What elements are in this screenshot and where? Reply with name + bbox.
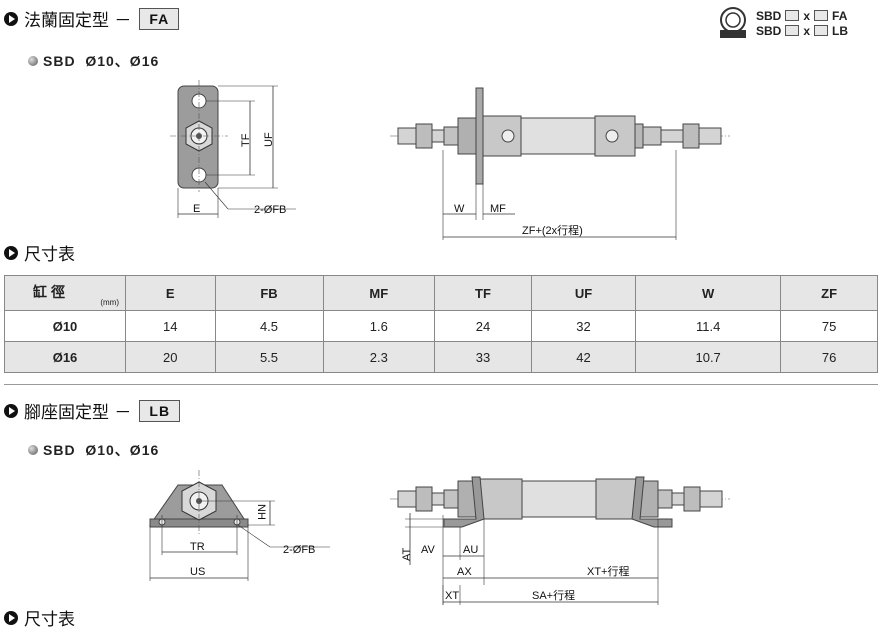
cell: 20: [125, 341, 216, 373]
subtitle-text: SBD Ø10、Ø16: [43, 53, 160, 69]
code-box-lb: LB: [139, 399, 181, 422]
foot-front-view: [149, 470, 330, 581]
row-bore: Ø16: [4, 341, 126, 373]
section-title-lb: 腳座固定型 － LB: [4, 398, 181, 423]
label-mf: MF: [490, 203, 506, 215]
table-row: Ø16 20 5.5 2.3 33 42 10.7 76: [4, 341, 878, 373]
cell: 76: [780, 341, 878, 373]
label-au: AU: [463, 544, 478, 556]
badge-row-lb: SBD x LB: [756, 23, 848, 38]
label-uf: UF: [263, 132, 275, 147]
section-title-text: 腳座固定型 －: [24, 403, 132, 423]
label-zf: ZF+(2x行程): [522, 224, 583, 237]
subtitle-fa: SBD Ø10、Ø16: [28, 51, 159, 71]
blank-box: [785, 10, 800, 21]
label-tf: TF: [240, 133, 252, 147]
subtitle-lb: SBD Ø10、Ø16: [28, 440, 159, 460]
col-header: ZF: [780, 275, 878, 311]
badge-suffix: LB: [832, 23, 849, 38]
play-bullet-icon: [4, 403, 18, 418]
col-header: E: [125, 275, 216, 311]
cylinder-side-view-fa: [390, 87, 730, 240]
cell: 1.6: [322, 310, 436, 342]
corner-unit: (mm): [100, 298, 119, 307]
cell: 10.7: [635, 341, 782, 373]
corner-label: 缸徑: [33, 284, 69, 300]
dims-title-text: 尺寸表: [24, 245, 75, 265]
play-bullet-icon: [4, 245, 18, 260]
cell: 14: [125, 310, 216, 342]
play-bullet-icon: [4, 11, 18, 26]
label-xt-stroke: XT+行程: [587, 565, 629, 578]
logo-icon: [720, 7, 746, 38]
cell: 24: [434, 310, 532, 342]
row-bore: Ø10: [4, 310, 126, 342]
label-fb-lb: 2-ØFB: [283, 544, 315, 556]
table-header-row: 缸徑 (mm) E FB MF TF UF W ZF: [4, 275, 878, 311]
badge-x: x: [803, 23, 811, 38]
dimension-table: 缸徑 (mm) E FB MF TF UF W ZF Ø10 14 4.5 1.…: [4, 275, 878, 373]
lb-drawing: TR US 2-ØFB NH AT AV AU AX: [149, 470, 730, 605]
section-title-text: 法蘭固定型 －: [24, 11, 132, 31]
table-row: Ø10 14 4.5 1.6 24 32 11.4 75: [4, 310, 878, 342]
cell: 2.3: [322, 341, 436, 373]
label-sa: SA+行程: [532, 589, 575, 602]
label-e: E: [193, 203, 200, 215]
cell: 11.4: [635, 310, 782, 342]
play-bullet-icon: [4, 610, 18, 625]
section-divider: [4, 384, 878, 385]
label-av: AV: [421, 544, 436, 556]
cylinder-side-view-lb: [390, 476, 730, 605]
badge-x: x: [803, 8, 811, 23]
col-header: FB: [214, 275, 324, 311]
cell: 4.5: [214, 310, 324, 342]
cell: 42: [530, 341, 637, 373]
col-header: W: [635, 275, 782, 311]
badge-suffix: FA: [832, 8, 848, 23]
model-badge: SBD x FA SBD x LB: [720, 7, 848, 38]
blank-box: [814, 25, 829, 36]
fa-drawing: TF UF E 2-ØFB W MF ZF+(2x行程): [170, 80, 730, 240]
section-title-fa: 法蘭固定型 － FA: [4, 6, 180, 31]
label-fb: 2-ØFB: [254, 204, 286, 216]
cell: 33: [434, 341, 532, 373]
label-w: W: [454, 203, 465, 215]
label-nh: NH: [255, 504, 267, 520]
code-box-fa: FA: [139, 7, 180, 30]
flange-front-view: [170, 80, 296, 218]
cell: 75: [780, 310, 878, 342]
table-corner: 缸徑 (mm): [4, 275, 126, 311]
col-header: UF: [530, 275, 637, 311]
col-header: MF: [322, 275, 436, 311]
dims-title-1: 尺寸表: [4, 240, 75, 265]
label-at: AT: [401, 547, 413, 561]
label-tr: TR: [190, 541, 205, 553]
blank-box: [814, 10, 829, 21]
dot-icon: [28, 445, 38, 455]
label-ax: AX: [457, 566, 472, 578]
blank-box: [785, 25, 800, 36]
cell: 32: [530, 310, 637, 342]
label-us: US: [190, 566, 205, 578]
badge-row-fa: SBD x FA: [756, 8, 848, 23]
subtitle-text: SBD Ø10、Ø16: [43, 442, 160, 458]
label-xt: XT: [445, 590, 459, 602]
dot-icon: [28, 56, 38, 66]
dims-title-text: 尺寸表: [24, 610, 75, 630]
col-header: TF: [434, 275, 532, 311]
dims-title-2: 尺寸表: [4, 605, 75, 630]
badge-prefix: SBD: [756, 23, 782, 38]
cell: 5.5: [214, 341, 324, 373]
badge-prefix: SBD: [756, 8, 782, 23]
